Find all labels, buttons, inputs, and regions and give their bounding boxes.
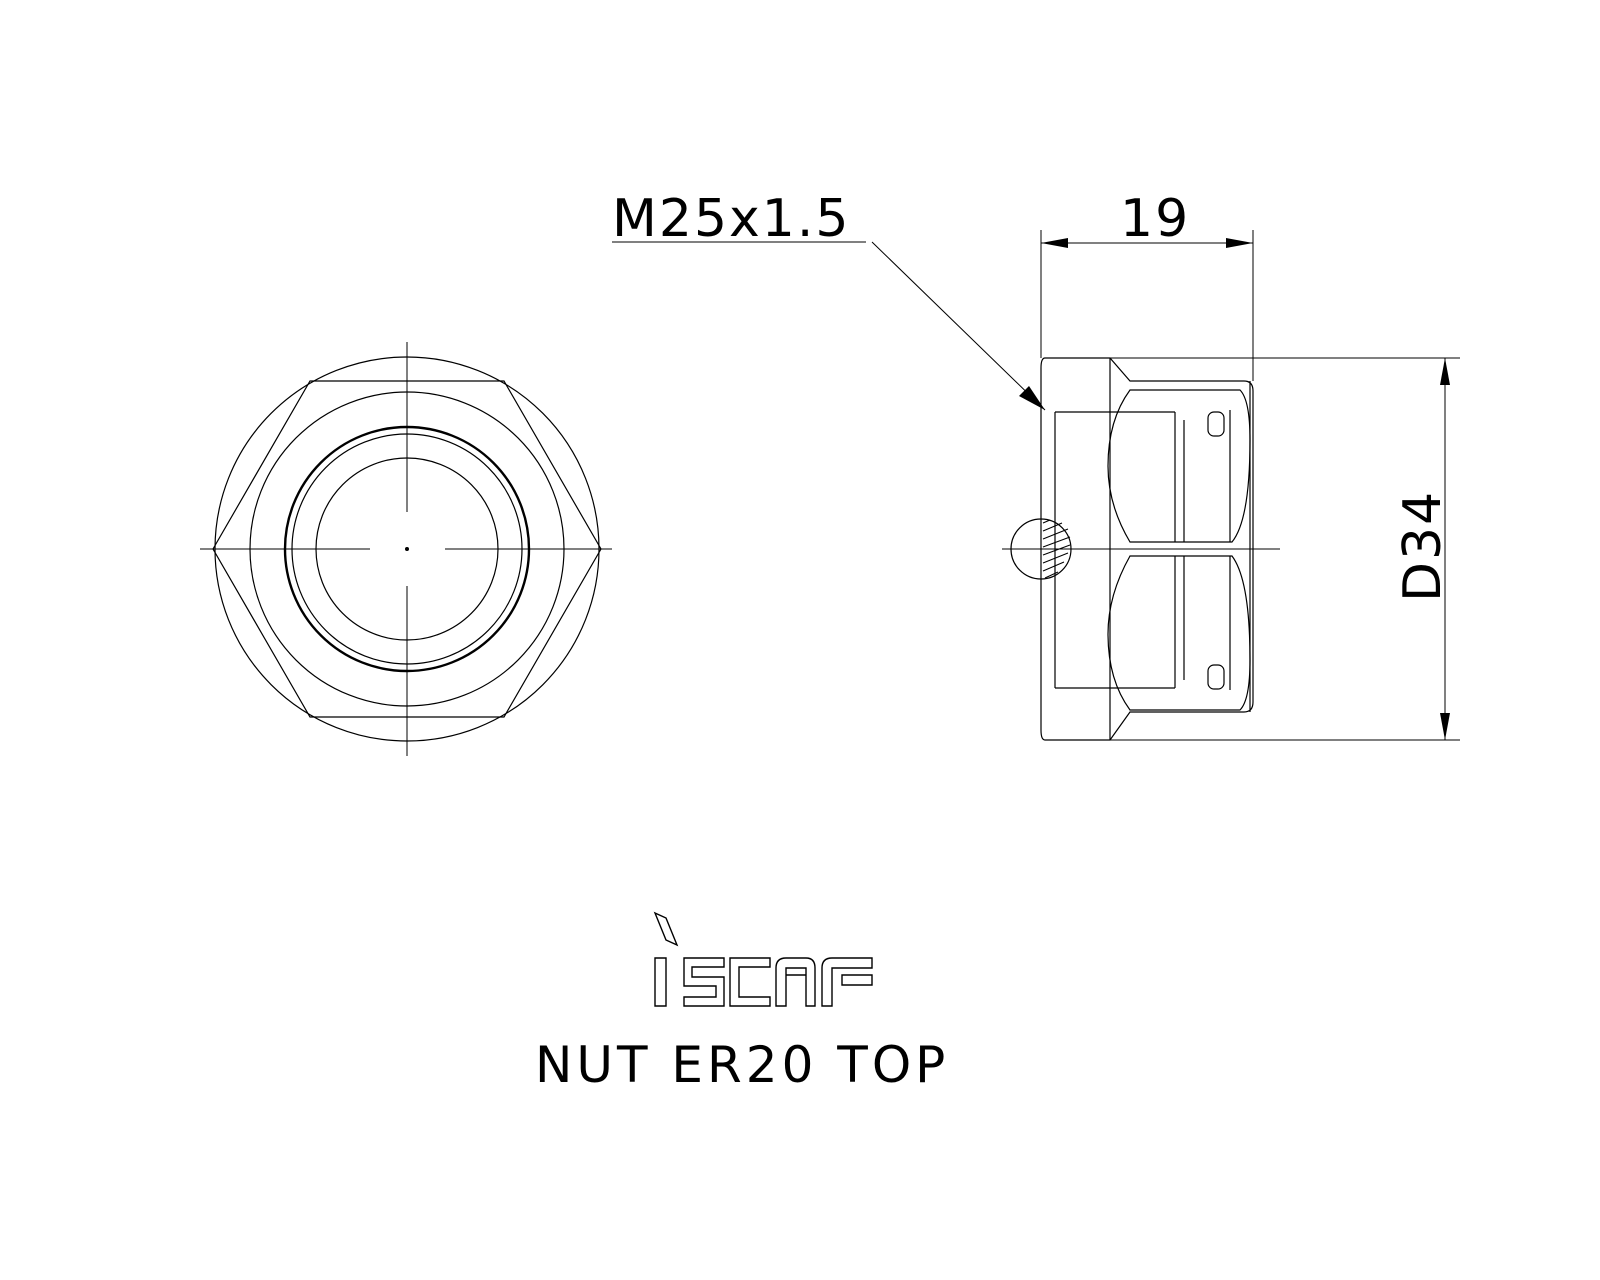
thread-label: M25x1.5 — [612, 189, 851, 249]
part-title: NUT ER20 TOP — [535, 1036, 949, 1094]
side-body-outline — [1040, 357, 1254, 741]
dimension-thread: M25x1.5 — [612, 189, 1046, 411]
side-upper-ring — [1107, 389, 1251, 543]
width-label: 19 — [1120, 189, 1190, 249]
dimension-diameter: D34 — [1110, 357, 1460, 741]
front-center-point — [405, 547, 409, 551]
side-lower-oring — [1207, 664, 1225, 690]
side-lower-ring — [1107, 555, 1251, 711]
dimension-width: 19 — [1040, 189, 1254, 381]
iscar-logo — [653, 911, 873, 1007]
side-upper-oring — [1207, 411, 1225, 437]
side-view — [1002, 357, 1280, 741]
diameter-label: D34 — [1393, 490, 1453, 602]
side-hatched-symbol — [1010, 518, 1072, 580]
front-view — [200, 342, 612, 756]
